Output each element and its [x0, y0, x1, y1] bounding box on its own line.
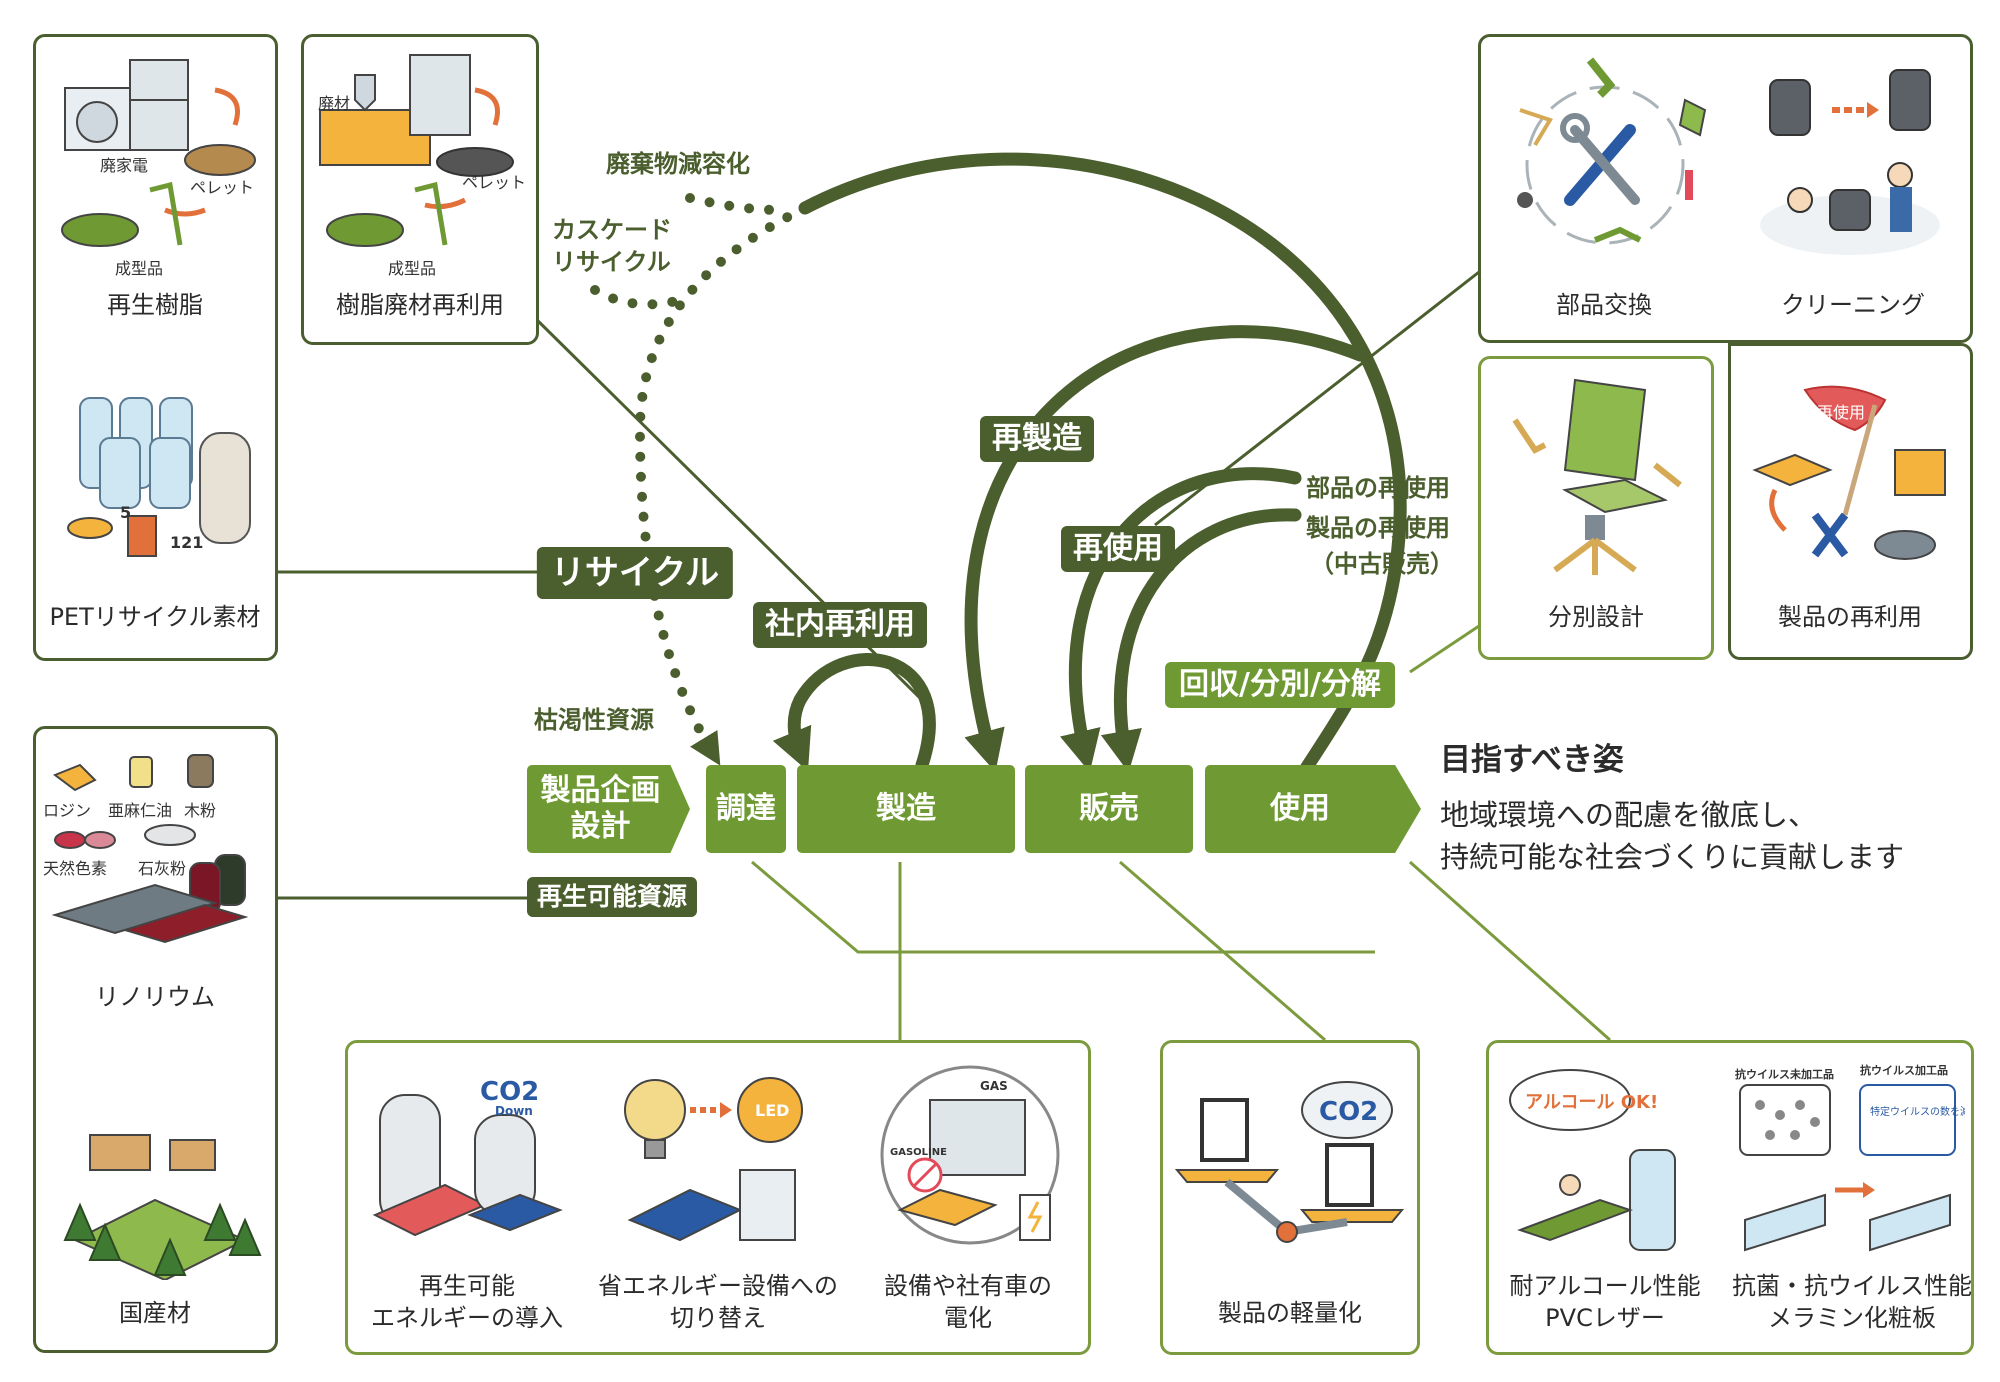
step-use: 使用	[1205, 765, 1421, 853]
svg-text:CO2: CO2	[1319, 1097, 1378, 1127]
label-cascade-2: リサイクル	[552, 248, 671, 276]
caption-lightweight: 製品の軽量化	[1218, 1299, 1362, 1327]
caption-separation-design: 分別設計	[1548, 603, 1644, 631]
pet-illustration: 5 121	[67, 397, 251, 557]
caption-resin-waste: 樹脂廃材再利用	[336, 291, 504, 319]
electrification-illustration: GAS GASOLINE	[880, 1065, 1060, 1245]
caption-pvc-2: PVCレザー	[1545, 1304, 1665, 1332]
tag-remanufacture: 再製造	[980, 416, 1094, 462]
step-planning-design: 製品企画 設計	[527, 765, 690, 853]
step-procurement: 調達	[706, 765, 786, 853]
label-waste-material: 廃材	[318, 94, 351, 113]
caption-linoleum: リノリウム	[95, 983, 215, 1011]
svg-text:CO2: CO2	[480, 1077, 539, 1107]
label-rosin: ロジン	[43, 801, 92, 820]
goal-line-1: 地域環境への配慮を徹底し、	[1440, 798, 1818, 832]
svg-text:抗ウイルス加工品: 抗ウイルス加工品	[1860, 1063, 1948, 1077]
caption-renewable-energy-1: 再生可能	[419, 1272, 515, 1300]
product-reuse-illustration: 再使用	[1752, 385, 1946, 560]
label-cascade-1: カスケード	[552, 216, 672, 244]
caption-pet: PETリサイクル素材	[49, 603, 261, 631]
tag-reuse: 再使用	[1061, 526, 1175, 572]
label-product-reuse: 製品の再使用	[1306, 514, 1450, 542]
goal-statement: 目指すべき姿 地域環境への配慮を徹底し、 持続可能な社会づくりに貢献します	[1440, 740, 1960, 878]
svg-text:5: 5	[120, 503, 131, 522]
arc-internal-reuse	[772, 652, 936, 772]
linoleum-illustration	[51, 754, 249, 944]
domestic-wood-illustration	[63, 1134, 262, 1280]
caption-energy-saving-2: 切り替え	[670, 1304, 766, 1332]
connector-sales	[1119, 860, 1326, 1042]
dotted-cascade	[590, 285, 685, 310]
dotted-waste-reduction	[685, 193, 785, 215]
label-linseed-oil: 亜麻仁油	[108, 801, 173, 820]
label-waste-appliance: 廃家電	[100, 156, 149, 175]
connector-separation	[1409, 618, 1489, 674]
step-manufacturing: 製造	[797, 765, 1015, 853]
label-wood-flour: 木粉	[184, 801, 217, 820]
caption-electrification-2: 電化	[944, 1304, 992, 1332]
goal-line-2: 持続可能な社会づくりに貢献します	[1440, 840, 1905, 874]
resin-waste-illustration	[319, 54, 514, 247]
svg-text:121: 121	[170, 533, 203, 552]
caption-melamine-1: 抗菌・抗ウイルス性能	[1732, 1272, 1972, 1300]
caption-parts-exchange: 部品交換	[1556, 291, 1652, 319]
caption-electrification-1: 設備や社有車の	[884, 1272, 1052, 1300]
label-used-sales: （中古販売）	[1310, 550, 1454, 578]
tag-recycle: リサイクル	[536, 547, 734, 599]
label-waste-reduction: 廃棄物減容化	[606, 150, 750, 178]
renewable-energy-illustration: CO2 Down	[372, 1077, 563, 1237]
label-exhaustible-resource: 枯渇性資源	[534, 706, 654, 734]
tag-renewable-resource: 再生可能資源	[526, 877, 698, 917]
caption-product-reuse: 製品の再利用	[1778, 603, 1922, 631]
svg-text:抗ウイルス未加工品: 抗ウイルス未加工品	[1735, 1067, 1834, 1081]
caption-renewable-energy-2: エネルギーの導入	[371, 1304, 563, 1332]
lightweight-illustration: CO2	[1174, 1081, 1405, 1243]
step-sales: 販売	[1025, 765, 1193, 853]
tag-internal-reuse: 社内再利用	[753, 602, 927, 648]
goal-title: 目指すべき姿	[1440, 742, 1624, 778]
tag-collect: 回収/分別/分解	[1165, 662, 1395, 708]
label-pellet-2: ペレット	[462, 173, 527, 192]
svg-text:再使用: 再使用	[1817, 403, 1865, 422]
label-limestone: 石灰粉	[138, 859, 187, 878]
svg-text:Down: Down	[495, 1104, 533, 1118]
svg-text:LED: LED	[755, 1101, 789, 1120]
svg-text:GASOLINE: GASOLINE	[890, 1147, 947, 1158]
cleaning-illustration	[1760, 69, 1940, 255]
caption-recycled-resin: 再生樹脂	[107, 291, 203, 319]
separation-design-illustration	[1512, 378, 1682, 575]
energy-saving-illustration: LED	[624, 1077, 803, 1242]
label-natural-pigment: 天然色素	[43, 859, 108, 878]
svg-text:GAS: GAS	[980, 1079, 1008, 1093]
svg-text:アルコール OK!: アルコール OK!	[1525, 1092, 1658, 1113]
label-molded-2: 成型品	[388, 259, 437, 278]
pvc-leather-illustration: アルコール OK!	[1509, 1069, 1676, 1251]
arc-product-reuse	[1100, 508, 1302, 773]
caption-energy-saving-1: 省エネルギー設備への	[598, 1272, 838, 1300]
recycled-resin-illustration	[61, 59, 256, 247]
label-pellet-1: ペレット	[190, 178, 255, 197]
caption-domestic-wood: 国産材	[119, 1299, 191, 1327]
svg-text:特定ウイルスの数を減少: 特定ウイルスの数を減少	[1870, 1105, 1965, 1118]
dotted-recycle-path	[634, 203, 810, 766]
connector-procurement	[751, 860, 1375, 954]
caption-melamine-2: メラミン化粧板	[1768, 1304, 1936, 1332]
label-parts-reuse: 部品の再使用	[1306, 474, 1450, 502]
label-molded-1: 成型品	[115, 259, 164, 278]
parts-exchange-illustration	[1517, 57, 1707, 245]
arc-remanufacture	[964, 325, 1367, 773]
caption-cleaning: クリーニング	[1781, 291, 1925, 319]
caption-pvc-1: 耐アルコール性能	[1509, 1272, 1701, 1300]
melamine-illustration: 抗ウイルス未加工品 抗ウイルス加工品 特定ウイルスの数を減少	[1735, 1063, 1965, 1252]
connector-use	[1409, 860, 1611, 1042]
